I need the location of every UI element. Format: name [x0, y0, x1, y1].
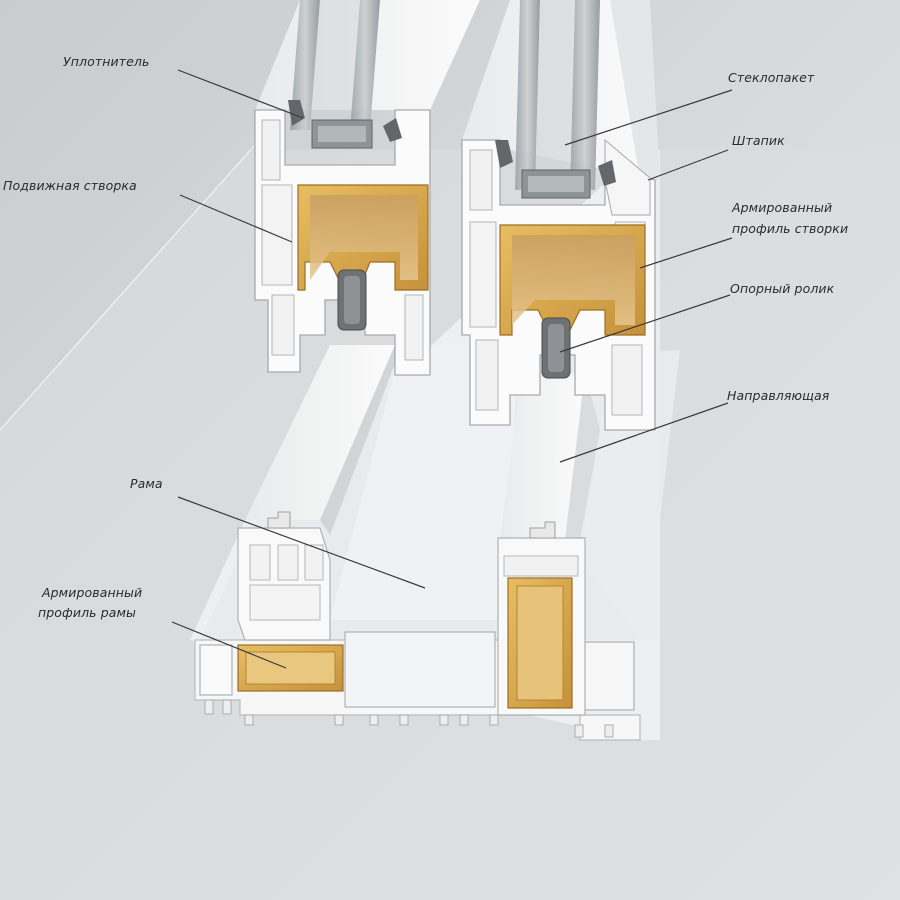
label-support-roller: Опорный ролик: [730, 281, 835, 296]
leader-frame-reinforcement: [171, 621, 287, 669]
leader-movable-sash: [179, 194, 293, 243]
leader-guide-rail: [559, 402, 729, 463]
label-frame: Рама: [130, 476, 163, 491]
label-movable-sash: Подвижная створка: [3, 178, 137, 193]
right-glass-unit: [515, 0, 600, 199]
leader-lines: [171, 69, 733, 669]
leader-glass-unit: [564, 89, 733, 146]
label-sash-reinforcement-line1: Армированный: [732, 200, 833, 215]
frame-reinforcement-left: [237, 644, 344, 692]
left-sash: [254, 0, 480, 376]
label-seal: Уплотнитель: [63, 54, 150, 69]
label-frame-reinforcement-line1: Армированный: [42, 585, 143, 600]
label-glass-unit: Стеклопакет: [728, 70, 815, 85]
leader-seal: [177, 69, 304, 119]
frame-reinforcement-right: [507, 577, 573, 709]
label-glazing-bead: Штапик: [732, 133, 785, 148]
leader-support-roller: [559, 294, 731, 353]
label-sash-reinforcement-line2: профиль створки: [732, 221, 849, 236]
leader-sash-reinforcement: [639, 237, 733, 269]
right-sash: [461, 0, 660, 431]
label-frame-reinforcement-line2: профиль рамы: [38, 605, 136, 620]
leader-frame: [177, 496, 426, 589]
left-glass-unit: [290, 0, 380, 149]
label-guide-rail: Направляющая: [727, 388, 830, 403]
leader-glazing-bead: [647, 149, 729, 181]
